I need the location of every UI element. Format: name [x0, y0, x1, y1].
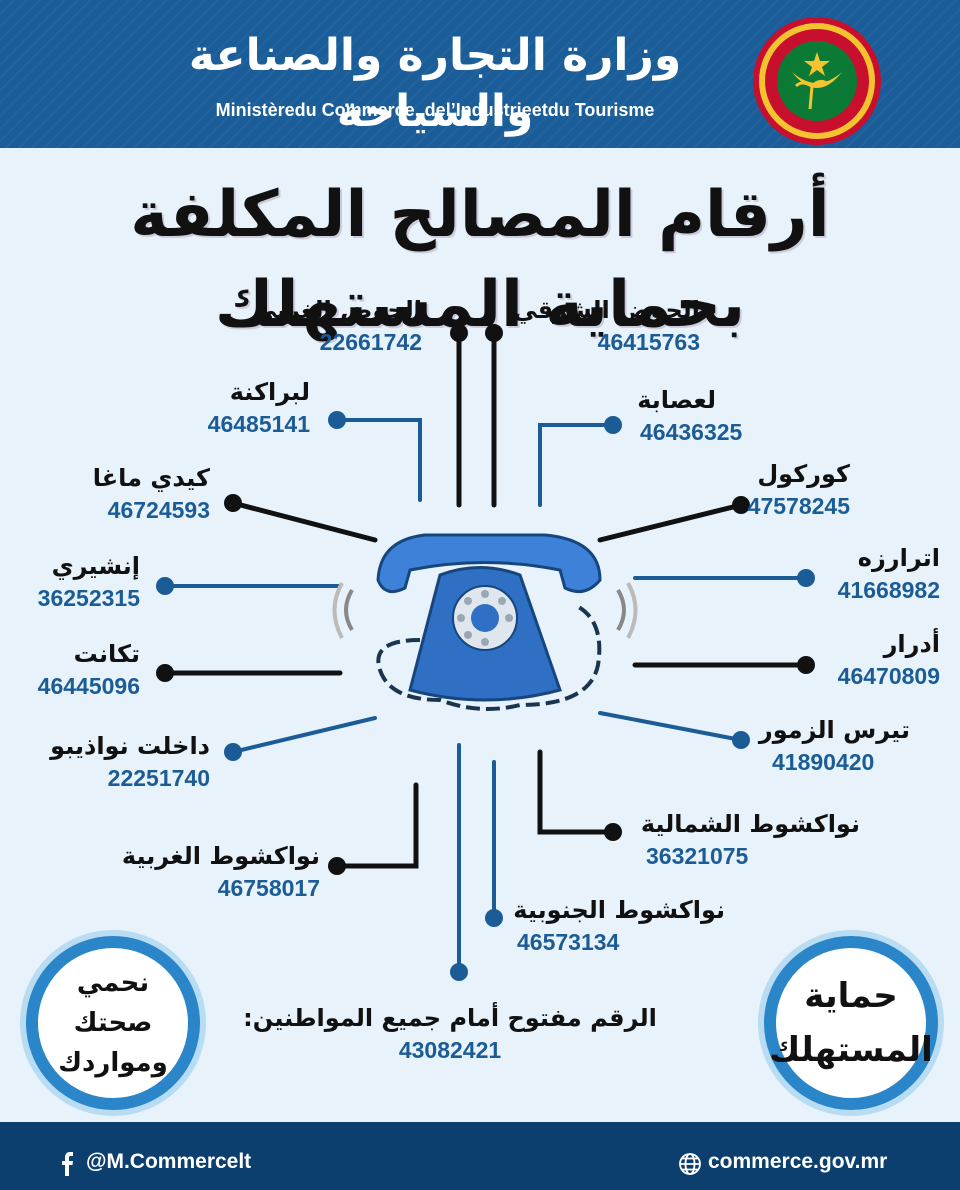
- ministry-title-french: Ministèredu Commerce, del’Industrieetdu …: [215, 100, 655, 120]
- entry-nouakchott-ouest: نواكشوط الغربية 46758017: [121, 842, 320, 901]
- entry-trarza: اترارزه 41668982: [837, 544, 940, 603]
- public-line: الرقم مفتوح أمام جميع المواطنين: 4308242…: [240, 1002, 660, 1066]
- entry-tiris-zemmour: تيرس الزمور 41890420: [758, 716, 910, 775]
- entry-nouakchott-sud: نواكشوط الجنوبية 46573134: [513, 896, 725, 955]
- entry-guidimakha: كيدي ماغا 46724593: [92, 464, 210, 523]
- website-link[interactable]: commerce.gov.mr: [708, 1150, 888, 1173]
- connector-line: [231, 716, 377, 754]
- entry-adrar: أدرار 46470809: [837, 630, 940, 689]
- footer-bar: @M.Commercelt commerce.gov.mr: [0, 1138, 960, 1190]
- connector-line: [597, 502, 744, 543]
- connector-line: [538, 423, 615, 507]
- header-banner: وزارة التجارة والصناعة والسياحة Ministèr…: [0, 0, 960, 148]
- entry-inchiri: إنشيري 36252315: [37, 552, 140, 611]
- connector-line: [598, 711, 743, 742]
- public-line-number: 43082421: [398, 1037, 502, 1063]
- badge-consumer-protection: حماية المستهلك: [764, 936, 938, 1110]
- page-title: أرقام المصالح المكلفة بحماية المستهلك: [130, 178, 830, 342]
- public-line-label: الرقم مفتوح أمام جميع المواطنين:: [243, 1004, 657, 1032]
- connector-line: [335, 418, 422, 502]
- entry-assaba: لعصابة 46436325: [637, 386, 743, 445]
- facebook-handle[interactable]: @M.Commercelt: [86, 1150, 252, 1173]
- entry-dakhlet-nouadhibou: داخلت نواذيبو 22251740: [50, 732, 210, 791]
- connector-line: [537, 749, 616, 835]
- telephone-icon: [332, 533, 638, 711]
- entry-tagant: تكانت 46445096: [37, 640, 140, 699]
- facebook-icon[interactable]: [56, 1152, 80, 1176]
- entry-brakna: لبراكنة 46485141: [207, 378, 310, 437]
- seal-emblem: [753, 17, 881, 145]
- globe-icon: [679, 1153, 701, 1175]
- entry-hodh-gharbi: الحوض الغربي 22661742: [252, 296, 422, 355]
- connector-line: [334, 782, 419, 869]
- entry-nouakchott-nord: نواكشوط الشمالية 36321075: [640, 810, 860, 869]
- entry-hodh-charghi: الحوض الشرقي 46415763: [513, 296, 700, 355]
- entry-gorgol: كوركول 47578245: [747, 460, 850, 519]
- ministry-title-arabic: وزارة التجارة والصناعة والسياحة: [188, 30, 682, 137]
- badge-protect-health: نحمي صحتك ومواردك: [26, 936, 200, 1110]
- connector-line: [230, 500, 378, 543]
